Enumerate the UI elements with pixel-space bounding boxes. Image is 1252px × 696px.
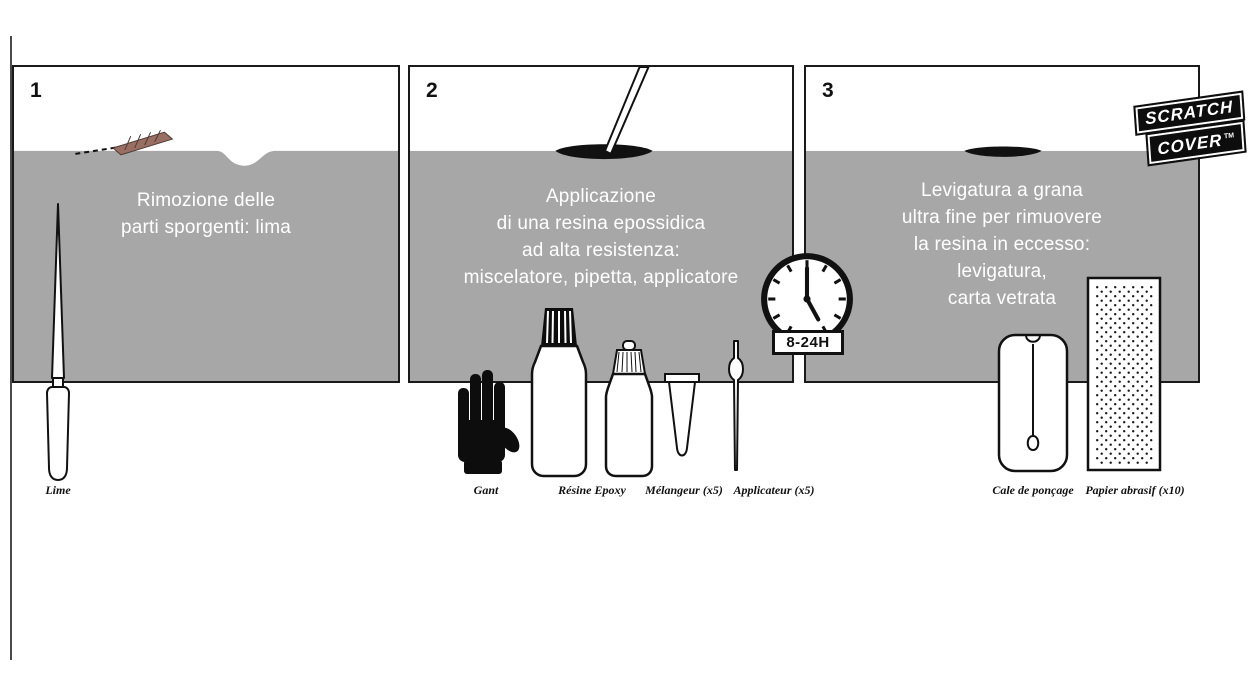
mixer-tube-icon [664, 373, 700, 457]
glove-icon [458, 370, 520, 474]
step-number-2: 2 [426, 79, 438, 102]
tool-label-sanding-block: Cale de ponçage [992, 483, 1074, 497]
tool-label-file: Lime [45, 483, 71, 497]
step-caption-3: Levigatura a grana ultra fine per rimuov… [806, 177, 1198, 312]
caption-line: Applicazione [545, 186, 657, 207]
glove-tool [452, 366, 520, 474]
caption-line: miscelatore, pipetta, applicatore [463, 267, 739, 288]
step-caption-2: Applicazione di una resina epossidica ad… [410, 183, 792, 291]
sanding-block-icon [997, 333, 1069, 473]
step-panel-1: 1 Rimozione delle parti sporgenti: lima [12, 65, 400, 383]
abrasive-paper-tool [1086, 276, 1162, 472]
abrasive-paper-icon [1086, 276, 1162, 472]
tool-label-epoxy: Résine Epoxy [558, 483, 626, 497]
left-edge-line [10, 36, 12, 660]
filing-surface-illustration [14, 129, 398, 381]
file-tool [38, 202, 78, 484]
caption-line: la resina in eccesso: [913, 234, 1091, 255]
caption-line: Levigatura a grana [920, 180, 1084, 201]
caption-line: parti sporgenti: lima [121, 217, 291, 238]
resin-application-illustration [410, 67, 792, 381]
sanding-block-tool [996, 332, 1070, 474]
caption-line: carta vetrata [947, 288, 1057, 309]
epoxy-bottle-small [602, 340, 656, 478]
epoxy-bottle-small-icon [604, 340, 654, 478]
tool-label-abrasive-paper: Papier abrasif (x10) [1085, 483, 1185, 497]
logo-text-cover: COVER [1156, 130, 1223, 159]
epoxy-bottle-large [528, 306, 590, 478]
step-caption-1: Rimozione delle parti sporgenti: lima [14, 187, 398, 241]
tool-label-mixer: Mélangeur (x5) [645, 483, 723, 497]
caption-line: ultra fine per rimuovere [901, 207, 1103, 228]
mixer-tube-tool [660, 372, 704, 468]
caption-line: levigatura, [957, 261, 1047, 282]
caption-line: ad alta resistenza: [522, 240, 680, 261]
caption-line: di una resina epossidica [496, 213, 706, 234]
curing-time-badge: 8-24H [772, 330, 844, 355]
step-number-1: 1 [30, 79, 42, 102]
file-icon [45, 203, 71, 482]
caption-line: Rimozione delle [136, 190, 276, 211]
applicator-icon [728, 340, 744, 471]
epoxy-bottle-large-icon [530, 308, 588, 478]
trademark-symbol: TM [1223, 132, 1235, 141]
applicator-tool [724, 340, 748, 474]
step-panel-2: 2 Applicazione di una resina epossidica … [408, 65, 794, 383]
tool-label-glove: Gant [473, 483, 499, 497]
step-number-3: 3 [822, 79, 834, 102]
tool-label-applicator: Applicateur (x5) [733, 483, 815, 497]
